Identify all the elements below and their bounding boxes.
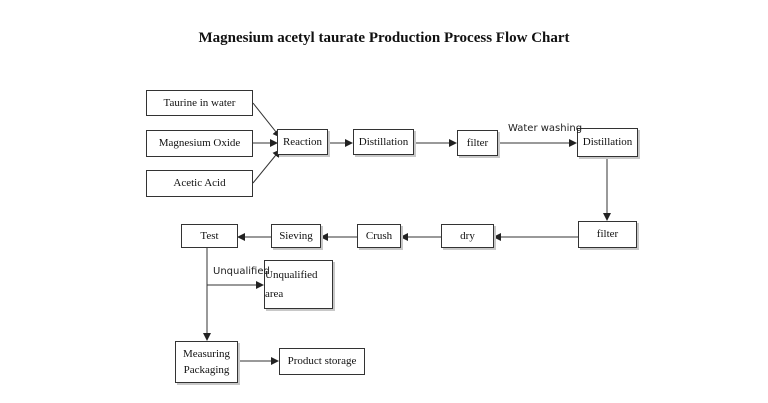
node-sieving: Sieving <box>271 224 321 248</box>
node-filter-2: filter <box>578 221 637 248</box>
node-magnesium-oxide: Magnesium Oxide <box>146 130 253 157</box>
label-unqualified: Unqualified <box>213 266 270 277</box>
unqualified-area-line1: Unqualified <box>265 269 318 282</box>
node-filter-1: filter <box>457 130 498 156</box>
node-dry: dry <box>441 224 494 248</box>
node-product-storage: Product storage <box>279 348 365 375</box>
node-distillation-2: Distillation <box>577 128 638 157</box>
node-crush: Crush <box>357 224 401 248</box>
arrow-taurine-to-reaction <box>252 102 281 138</box>
measuring-line2: Packaging <box>183 363 230 376</box>
unqualified-area-line2: area <box>265 288 284 301</box>
page-title: Magnesium acetyl taurate Production Proc… <box>198 30 570 46</box>
measuring-line1: Measuring <box>182 347 231 360</box>
arrow-acetic-to-reaction <box>252 149 281 184</box>
node-distillation-1: Distillation <box>353 129 414 155</box>
node-reaction: Reaction <box>277 129 328 155</box>
label-water-washing: Water washing <box>508 123 583 134</box>
node-acetic-acid: Acetic Acid <box>146 170 253 197</box>
node-unqualified-area: Unqualified area <box>264 260 333 309</box>
node-measuring-packaging: Measuring Packaging <box>175 341 238 383</box>
node-taurine-in-water: Taurine in water <box>146 90 253 116</box>
node-test: Test <box>181 224 238 248</box>
